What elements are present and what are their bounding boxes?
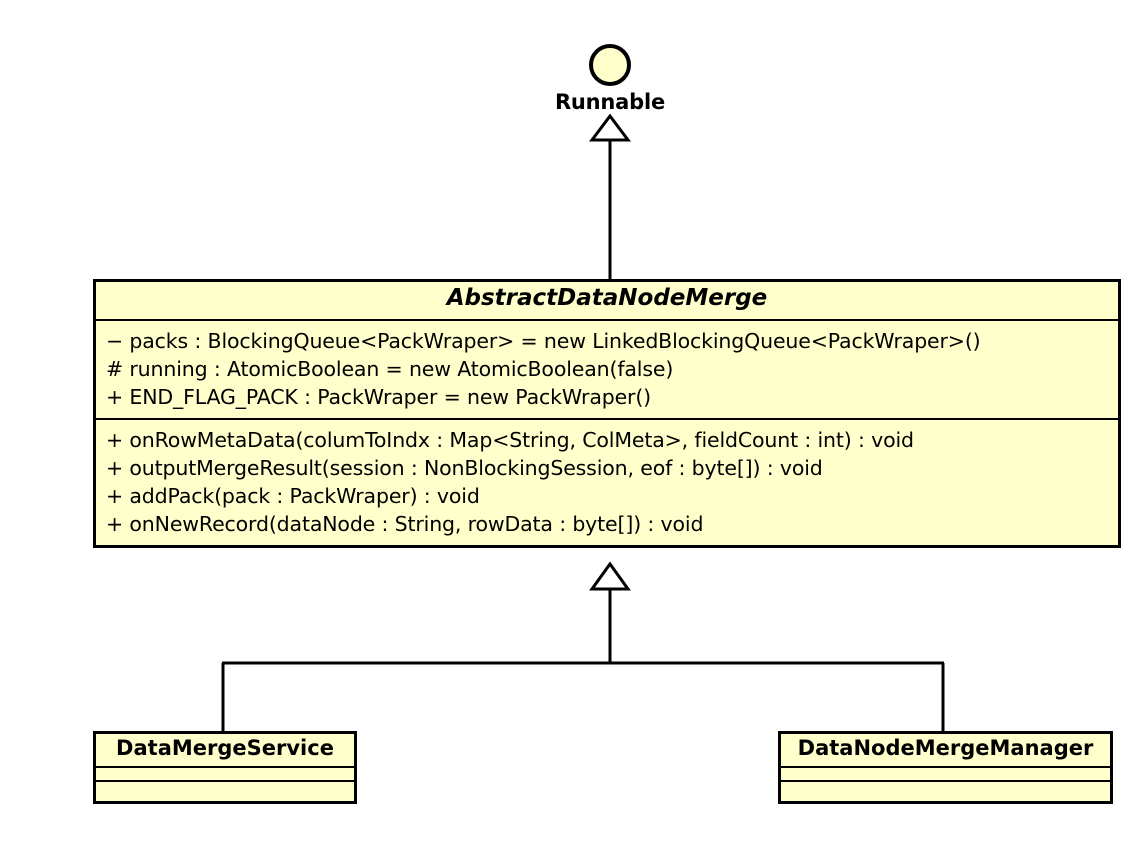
class-box-datamergeservice[interactable]: DataMergeService [93,731,357,804]
class-name-band: DataNodeMergeManager [781,734,1110,768]
attribute-row: # running : AtomicBoolean = new AtomicBo… [106,356,674,381]
attributes-compartment [781,768,1110,780]
class-name: DataMergeService [116,736,334,760]
generalization-arrowhead-abstract [589,561,631,591]
method-row: + onNewRecord(dataNode : String, rowData… [106,511,704,536]
interface-runnable[interactable]: Runnable [548,44,672,114]
method-row: + outputMergeResult(session : NonBlockin… [106,455,823,480]
attribute-row: − packs : BlockingQueue<PackWraper> = ne… [106,328,981,353]
class-name: DataNodeMergeManager [797,736,1094,760]
methods-compartment [781,779,1110,801]
circle-icon [589,44,631,86]
attribute-row: + END_FLAG_PACK : PackWraper = new PackW… [106,384,652,409]
class-name-band: AbstractDataNodeMerge [96,282,1118,321]
class-name: AbstractDataNodeMerge [446,285,768,311]
methods-compartment: + onRowMetaData(columToIndx : Map<String… [96,417,1118,545]
realization-arrowhead-runnable [589,113,631,142]
class-box-datanodemergemanager[interactable]: DataNodeMergeManager [778,731,1113,804]
class-name-band: DataMergeService [96,734,354,768]
interface-label: Runnable [554,90,666,114]
method-row: + onRowMetaData(columToIndx : Map<String… [106,427,914,452]
method-row: + addPack(pack : PackWraper) : void [106,483,480,508]
attributes-compartment [96,768,354,780]
methods-compartment [96,779,354,801]
class-box-abstractdatanodemerge[interactable]: AbstractDataNodeMerge − packs : Blocking… [93,279,1121,548]
attributes-compartment: − packs : BlockingQueue<PackWraper> = ne… [96,321,1118,418]
